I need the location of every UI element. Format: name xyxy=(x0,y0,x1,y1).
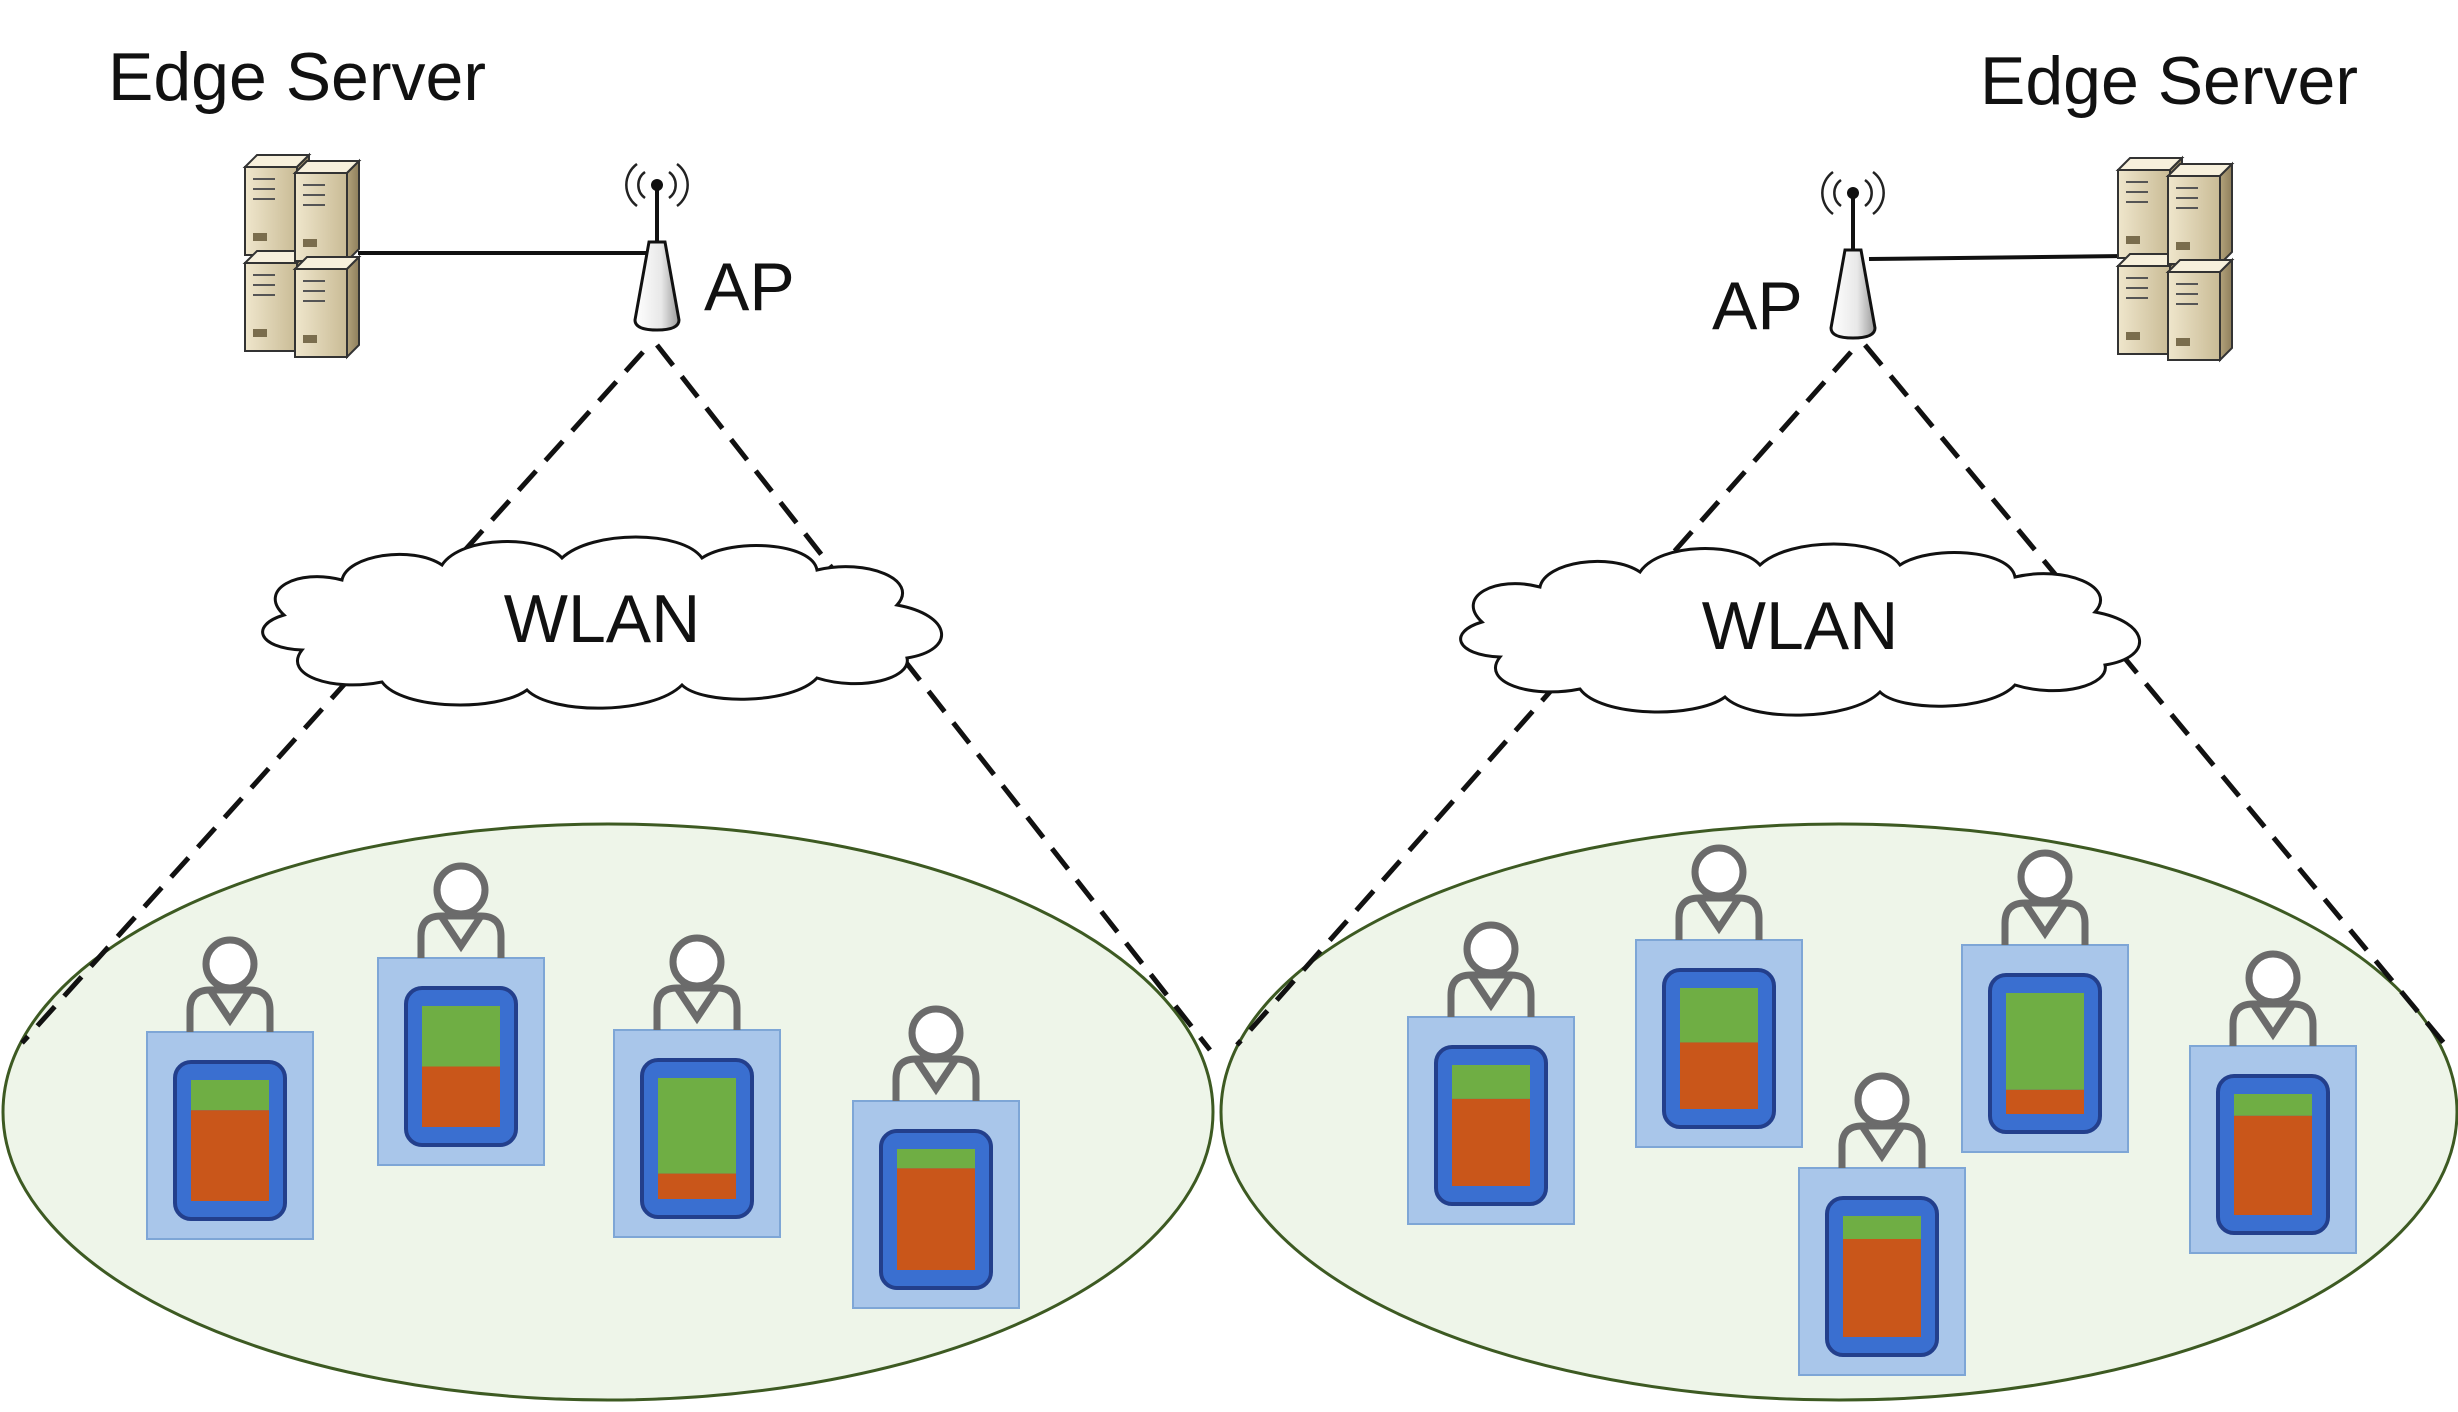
load-green-bar xyxy=(897,1149,975,1169)
load-orange-bar xyxy=(897,1168,975,1270)
right-wlan-cloud: WLAN xyxy=(1459,542,2141,717)
user-icon xyxy=(892,1005,980,1101)
load-orange-bar xyxy=(1843,1238,1921,1337)
left-wlan-label: WLAN xyxy=(504,581,700,657)
right-coverage-area xyxy=(1219,822,2458,1402)
right-access-point-icon xyxy=(1821,170,1885,340)
load-orange-bar xyxy=(2006,1089,2084,1114)
left-ap-label: AP xyxy=(704,249,795,325)
user-icon xyxy=(2001,849,2089,945)
load-green-bar xyxy=(2006,993,2084,1090)
right-edge-server-label: Edge Server xyxy=(1980,43,2358,119)
right-coverage-lines xyxy=(1235,343,2450,1050)
load-orange-bar xyxy=(2234,1115,2312,1215)
user-icon xyxy=(2229,950,2317,1046)
right-devices xyxy=(1407,844,2357,1376)
device xyxy=(377,862,545,1166)
load-orange-bar xyxy=(422,1066,500,1127)
load-green-bar xyxy=(1680,988,1758,1043)
left-access-point-icon xyxy=(625,162,689,332)
left-wlan-cloud: WLAN xyxy=(261,535,943,710)
user-icon xyxy=(186,936,274,1032)
device xyxy=(613,934,781,1238)
device xyxy=(1961,849,2129,1153)
left-devices xyxy=(146,862,1020,1309)
left-server-icon xyxy=(242,152,362,360)
left-edge-server-label: Edge Server xyxy=(108,39,486,115)
device xyxy=(1798,1072,1966,1376)
load-orange-bar xyxy=(1452,1098,1530,1186)
user-icon xyxy=(1838,1072,1926,1168)
load-green-bar xyxy=(2234,1094,2312,1116)
device xyxy=(146,936,314,1240)
load-green-bar xyxy=(1843,1216,1921,1239)
device xyxy=(852,1005,1020,1309)
load-orange-bar xyxy=(191,1110,269,1201)
load-green-bar xyxy=(658,1078,736,1174)
load-orange-bar xyxy=(1680,1042,1758,1109)
load-orange-bar xyxy=(658,1173,736,1199)
right-wlan-label: WLAN xyxy=(1702,588,1898,664)
user-icon xyxy=(1675,844,1763,940)
right-server-icon xyxy=(2115,155,2235,363)
user-icon xyxy=(1447,921,1535,1017)
right-server-ap-link xyxy=(1868,254,2126,261)
right-ap-label: AP xyxy=(1712,268,1803,344)
device xyxy=(1635,844,1803,1148)
load-green-bar xyxy=(191,1080,269,1111)
left-coverage-lines xyxy=(20,343,1212,1052)
load-green-bar xyxy=(1452,1065,1530,1099)
device xyxy=(1407,921,1575,1225)
load-green-bar xyxy=(422,1006,500,1067)
user-icon xyxy=(653,934,741,1030)
device xyxy=(2189,950,2357,1254)
user-icon xyxy=(417,862,505,958)
